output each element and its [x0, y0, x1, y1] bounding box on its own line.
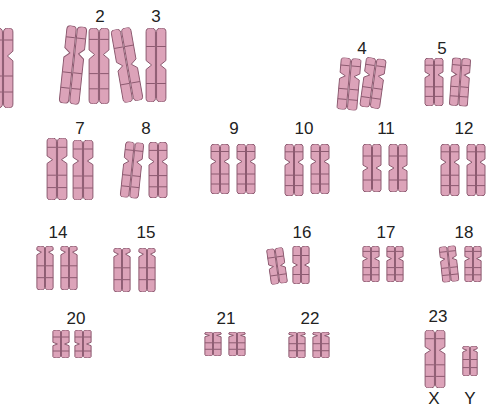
chromosome-number: 3	[151, 8, 160, 25]
chromosome-number: 14	[49, 224, 68, 241]
chromosome-number: 23	[429, 308, 448, 325]
chromosome-number: 16	[293, 224, 312, 241]
chromosome-number: 7	[75, 120, 84, 137]
chromosome-number: 8	[141, 120, 150, 137]
chromosome-number: 4	[357, 40, 366, 57]
chromosome-number: Y	[464, 390, 475, 407]
chromosome-number: 21	[217, 310, 236, 327]
chromosome-number: 15	[137, 224, 156, 241]
chromosome-number: 18	[455, 224, 474, 241]
chromosome-number: X	[428, 390, 439, 407]
chromosome-number: 2	[95, 8, 104, 25]
chromosome-number: 20	[67, 310, 86, 327]
chromosome-number: 5	[437, 40, 446, 57]
chromosome-number: 12	[455, 120, 474, 137]
chromosome-number: 11	[377, 120, 395, 137]
chromosome-number: 17	[377, 224, 396, 241]
chromosome-number: 10	[295, 120, 314, 137]
chromosome-number: 22	[301, 310, 320, 327]
chromosome-number: 9	[229, 120, 238, 137]
